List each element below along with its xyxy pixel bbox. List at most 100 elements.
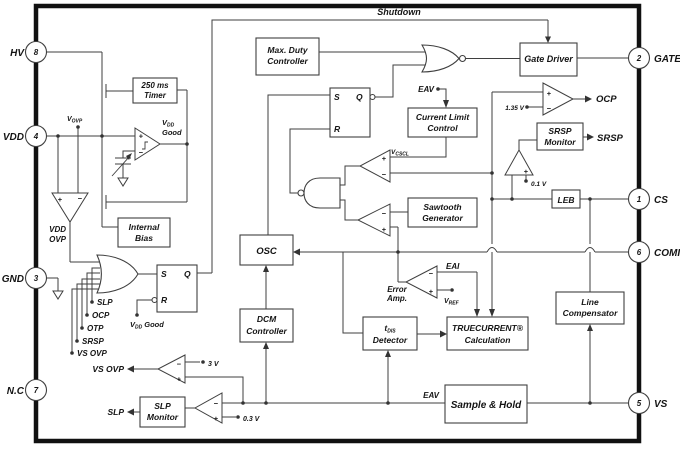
pin-vs: 5 VS: [627, 391, 668, 415]
block-tdis-detector: tDIS Detector: [362, 316, 418, 351]
label-3v: 3 V: [208, 361, 220, 368]
pin-number: 7: [34, 386, 39, 395]
plus-sign: +: [524, 167, 529, 176]
latch-r-label: R: [161, 295, 168, 305]
plus-sign: +: [382, 225, 387, 234]
pin-number: 1: [637, 195, 642, 204]
minus-sign: −: [78, 194, 83, 203]
block-label: DCM: [257, 314, 277, 324]
plus-sign: +: [382, 154, 387, 163]
variable-ref-arrow-icon: [111, 155, 131, 177]
block-label: Detector: [373, 335, 408, 345]
block-label: Controller: [246, 326, 287, 336]
block-osc: OSC: [239, 234, 294, 266]
junction-dots: [56, 87, 592, 419]
block-label: Control: [427, 123, 458, 133]
pin-number: 4: [33, 132, 39, 141]
plus-sign: +: [58, 195, 63, 204]
pin-number: 2: [636, 54, 642, 63]
ground-icon: [117, 177, 129, 187]
label-eav-clc: EAV: [418, 85, 435, 94]
wires: [46, 19, 629, 418]
label-vdd-ovp: VDD: [49, 225, 66, 234]
pin-label: VDD: [3, 132, 24, 143]
block-label: Calculation: [465, 335, 511, 345]
pin-cs: 1 CS: [627, 187, 668, 211]
block-label: Internal: [129, 222, 160, 232]
block-label: Monitor: [544, 137, 576, 147]
vs-ovp-comparator: − +: [156, 354, 186, 384]
latch-q-label: Q: [184, 269, 191, 279]
block-internal-bias: Internal Bias: [117, 217, 171, 248]
pin-gate: 2 GATE: [627, 46, 680, 70]
block-label: Bias: [135, 233, 153, 243]
label-1v35: 1.35 V: [505, 105, 524, 112]
block-250ms-timer: 250 ms Timer: [132, 77, 178, 104]
label-or-input-srsp: SRSP: [82, 337, 104, 346]
current-limit-comparator: + −: [358, 149, 391, 183]
block-slp-monitor: SLP Monitor: [139, 396, 186, 428]
block-leb: LEB: [551, 189, 581, 209]
pin-label: N.C: [7, 386, 25, 397]
label-vsovp-out: VS OVP: [92, 364, 124, 374]
label-vdd-good-word: Good: [162, 128, 182, 137]
pin-vdd: 4 VDD: [3, 124, 48, 148]
block-label: Compensator: [563, 308, 618, 318]
label-eai: EAI: [446, 262, 460, 271]
arrowheads: [127, 36, 594, 416]
label-error-amp: Amp.: [386, 294, 407, 303]
pin-number: 8: [34, 48, 39, 57]
label-slp-out: SLP: [107, 407, 124, 417]
block-label: Sawtooth: [423, 202, 461, 212]
pin-label: GATE: [654, 54, 680, 65]
label-vref: VREF: [444, 298, 460, 307]
plus-sign: +: [547, 89, 552, 98]
pwm-sr-latch: S Q R: [329, 87, 376, 138]
block-label: Controller: [267, 56, 308, 66]
block-current-limit-control: Current Limit Control: [407, 107, 478, 138]
pin-gnd: 3 GND: [2, 266, 48, 290]
label-or-input-ocp: OCP: [92, 311, 110, 320]
plus-sign: +: [177, 375, 182, 384]
block-truecurrent-calculation: TRUECURRENT® Calculation: [446, 316, 529, 351]
pin-label: COMI: [654, 248, 680, 259]
pin-nc: 7 N.C: [7, 378, 48, 402]
label-ocp-out: OCP: [596, 94, 617, 105]
pin-hv: 8 HV: [10, 40, 48, 64]
pin-label: GND: [2, 274, 24, 285]
ground-icon: [52, 290, 64, 300]
pin-number: 6: [637, 248, 642, 257]
block-label: SLP: [154, 401, 171, 411]
block-sawtooth-generator: Sawtooth Generator: [407, 197, 478, 228]
label-or-input-vsovp: VS OVP: [77, 349, 107, 358]
block-label: TRUECURRENT®: [452, 323, 524, 333]
inverter-bubble-icon: [369, 93, 376, 101]
vdd-good-comparator: + −: [134, 127, 161, 161]
latch-s-label: S: [334, 92, 340, 102]
chip-border: [33, 3, 642, 444]
minus-sign: −: [214, 399, 219, 408]
block-label: SRSP: [548, 126, 571, 136]
plus-sign: +: [214, 414, 219, 423]
label-vovp: VOVP: [67, 116, 83, 125]
block-gate-driver: Gate Driver: [519, 42, 578, 77]
plus-sign: +: [429, 287, 434, 296]
label-shutdown: Shutdown: [377, 7, 421, 17]
label-0v3: 0.3 V: [243, 416, 261, 423]
minus-sign: −: [382, 209, 387, 218]
label-srsp-out: SRSP: [597, 133, 624, 144]
label-or-input-slp: SLP: [97, 298, 113, 307]
minus-sign: −: [139, 148, 144, 157]
pin-label: CS: [654, 195, 668, 206]
nor-gate-icon: [421, 44, 460, 73]
block-label: 250 ms: [140, 81, 169, 90]
ocp-comparator: + −: [542, 82, 575, 116]
pin-number: 3: [34, 274, 39, 283]
block-dcm-controller: DCM Controller: [239, 308, 294, 343]
block-label: Max. Duty: [267, 45, 308, 55]
label-0v1: 0.1 V: [531, 181, 547, 188]
hysteresis-icon: [142, 141, 148, 150]
